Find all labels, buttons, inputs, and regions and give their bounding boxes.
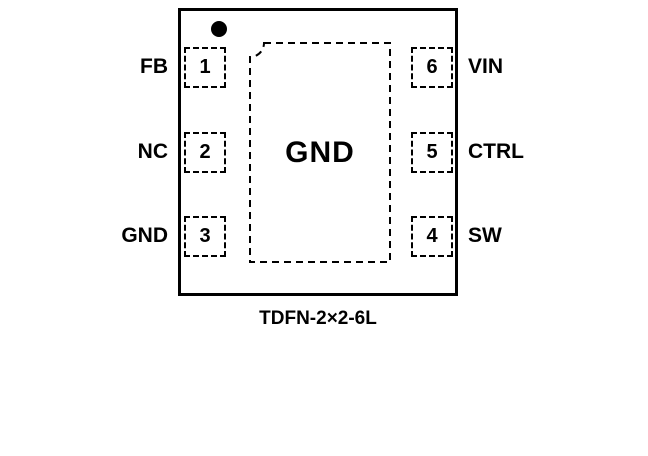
pin1-indicator-dot (211, 21, 227, 37)
pin-box-3: 3 (184, 216, 226, 257)
pin-number: 3 (199, 225, 211, 247)
pin-number: 4 (426, 225, 438, 247)
pin-label-nc: NC (137, 140, 168, 163)
pin-box-1: 1 (184, 47, 226, 88)
pin-box-5: 5 (411, 132, 453, 173)
package-name-caption: TDFN-2×2-6L (259, 308, 377, 329)
exposed-pad-outline (249, 42, 391, 263)
pin-label-sw: SW (468, 224, 502, 247)
pin-number: 6 (426, 56, 438, 78)
pin-box-6: 6 (411, 47, 453, 88)
exposed-pad-label: GND (285, 136, 355, 169)
pin-box-2: 2 (184, 132, 226, 173)
pin-number: 5 (426, 141, 438, 163)
pin-number: 2 (199, 141, 211, 163)
pin-label-fb: FB (140, 55, 168, 78)
pin-number: 1 (199, 56, 211, 78)
pin-label-vin: VIN (468, 55, 504, 78)
pin-label-ctrl: CTRL (468, 140, 524, 163)
pin-box-4: 4 (411, 216, 453, 257)
pin-label-gnd: GND (121, 224, 168, 247)
